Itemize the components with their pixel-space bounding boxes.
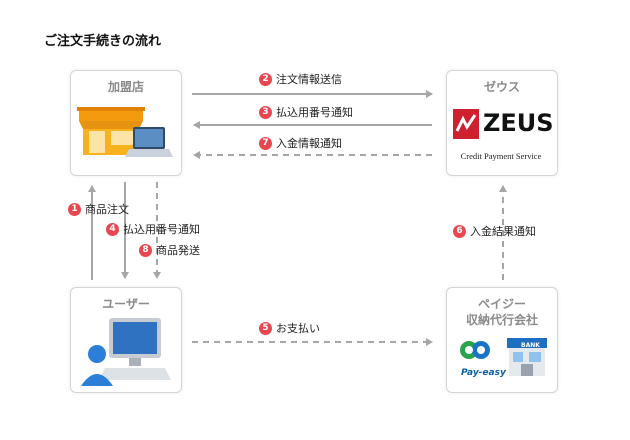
step-5-text: お支払い [276, 322, 320, 335]
step-4-badge: 4 [106, 222, 119, 236]
store-label: 加盟店 [107, 80, 144, 94]
step-5-label: 5 お支払い [259, 320, 320, 336]
bank-building-icon [507, 338, 547, 376]
step-7-badge: 7 [259, 136, 272, 150]
step-2-label: 2 注文情報送信 [259, 71, 342, 87]
step-3-text: 払込用番号通知 [276, 106, 353, 119]
step-6-badge: 6 [453, 224, 466, 238]
payment-agency-node: ペイジー 収納代行会社 Pay-easy BANK [446, 287, 558, 393]
zeus-logo: ZEUS [453, 107, 554, 147]
step-4-text: 払込用番号通知 [123, 223, 200, 236]
step-6-text: 入金結果通知 [470, 225, 536, 238]
zeus-wordmark: ZEUS [483, 109, 554, 137]
user-computer-icon [81, 318, 171, 386]
store-node: 加盟店 [70, 70, 182, 176]
page-title: ご注文手続きの流れ [44, 34, 162, 49]
zeus-subtitle: Credit Payment Service [460, 151, 542, 161]
step-2-text: 注文情報送信 [276, 73, 342, 86]
payment-agency-label: ペイジー 収納代行会社 [465, 297, 538, 327]
step-2-badge: 2 [259, 72, 272, 86]
step-7-label: 7 入金情報通知 [259, 135, 342, 151]
step-1-text: 商品注文 [85, 203, 129, 216]
step-6-label: 6 入金結果通知 [453, 223, 536, 239]
step-8-label: 8 商品発送 [139, 242, 200, 258]
store-icon [77, 107, 173, 157]
payeasy-logo-icon [460, 341, 490, 359]
step-3-badge: 3 [259, 105, 272, 119]
user-node: ユーザー [70, 287, 182, 393]
step-5-badge: 5 [259, 321, 272, 335]
user-label: ユーザー [102, 297, 150, 311]
step-8-text: 商品発送 [156, 244, 200, 257]
zeus-mark-icon [453, 109, 479, 139]
step-8-badge: 8 [139, 243, 152, 257]
bank-sign: BANK [521, 342, 540, 349]
step-1-label: 1 商品注文 [68, 201, 129, 217]
payeasy-wordmark: Pay-easy [461, 368, 506, 378]
step-1-badge: 1 [68, 202, 81, 216]
step-7-text: 入金情報通知 [276, 137, 342, 150]
zeus-label: ゼウス [483, 80, 520, 94]
step-3-label: 3 払込用番号通知 [259, 104, 353, 120]
step-4-label: 4 払込用番号通知 [106, 221, 200, 237]
zeus-node: ゼウス ZEUS Credit Payment Service [446, 70, 558, 176]
